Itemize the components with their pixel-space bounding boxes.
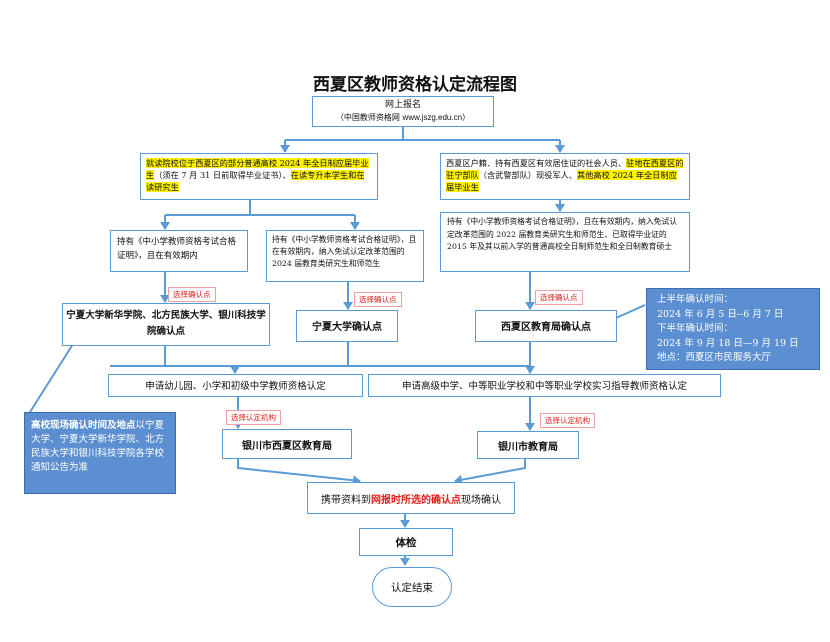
confirm-point-c: 西夏区教育局确认点	[475, 310, 617, 342]
right-group-text-1: 西夏区户籍、持有西夏区有效居住证的社会人员、	[446, 158, 627, 168]
org-box-b: 银川市教育局	[477, 431, 579, 459]
time-note-line-2: 2024 年 6 月 5 日--6 月 7 日	[657, 308, 784, 320]
exam-box: 体检	[359, 528, 453, 556]
right-group-box: 西夏区户籍、持有西夏区有效居住证的社会人员、驻地在西夏区的驻宁部队（含武警部队）…	[440, 153, 690, 200]
apply-box-a: 申请幼儿园、小学和初级中学教师资格认定	[108, 374, 363, 397]
condition-b-box: 持有《中小学教师资格考试合格证明》，且在有效期内，纳入免试认定改革范围的 202…	[266, 230, 424, 282]
signup-site-prefix: （中国教师资格网	[335, 113, 403, 122]
select-confirm-tag-c: 选择确认点	[535, 290, 583, 305]
time-note-line-1: 上半年确认时间：	[657, 294, 734, 305]
bring-text-highlight: 网报时所选的确认点	[371, 495, 461, 506]
signup-label: 网上报名	[384, 100, 421, 110]
apply-box-b: 申请高级中学、中等职业学校和中等职业学校实习指导教师资格认定	[368, 374, 721, 397]
left-group-box: 就读院校位于西夏区的部分普通高校 2024 年全日制应届毕业生（须在 7 月 3…	[140, 153, 378, 200]
signup-site-suffix: ）	[462, 113, 471, 122]
campus-note: 高校现场确认时间及地点以宁夏大学、宁夏大学新华学院、北方民族大学和银川科技学院各…	[24, 412, 176, 494]
page-title: 西夏区教师资格认定流程图	[313, 75, 517, 95]
time-note-line-3: 下半年确认时间：	[657, 323, 734, 334]
right-group-text-3: （含武警部队）现役军人、	[478, 170, 578, 180]
condition-a-box: 持有《中小学教师资格考试合格证明》，且在有效期内	[110, 230, 248, 272]
bring-text-pre: 携带资料到	[321, 495, 371, 506]
signup-site: （中国教师资格网 www.jszg.edu.cn）	[313, 112, 493, 123]
signup-box: 网上报名 （中国教师资格网 www.jszg.edu.cn）	[312, 96, 494, 127]
end-box: 认定结束	[372, 567, 452, 607]
signup-url: www.jszg.edu.cn	[402, 113, 463, 122]
time-note-line-5: 地点：西夏区市民服务大厅	[657, 352, 772, 363]
confirm-point-b: 宁夏大学确认点	[296, 310, 398, 342]
select-org-tag-b: 选择认定机构	[540, 413, 595, 428]
campus-note-body: 以宁夏大学、宁夏大学新华学院、北方民族大学和银川科技学院各学校通知公告为准	[31, 420, 165, 473]
time-note-line-4: 2024 年 9 月 18 日—9 月 19 日	[657, 337, 799, 349]
campus-note-heading: 高校现场确认时间及地点	[31, 420, 136, 431]
condition-c-box: 持有《中小学教师资格考试合格证明》，且在有效期内，纳入免试认定改革范围的 202…	[440, 212, 690, 272]
left-group-text-2: （须在 7 月 31 日前取得毕业证书）、	[154, 170, 291, 180]
bring-text-post: 现场确认	[461, 495, 501, 506]
select-confirm-tag-b: 选择确认点	[354, 292, 402, 307]
select-confirm-tag-a: 选择确认点	[168, 287, 216, 302]
confirm-time-note: 上半年确认时间： 2024 年 6 月 5 日--6 月 7 日 下半年确认时间…	[646, 288, 820, 370]
select-org-tag-a: 选择认定机构	[226, 410, 281, 425]
org-box-a: 银川市西夏区教育局	[222, 429, 352, 459]
bring-materials-box: 携带资料到网报时所选的确认点现场确认	[307, 482, 515, 514]
confirm-point-a: 宁夏大学新华学院、北方民族大学、银川科技学院确认点	[62, 303, 270, 346]
